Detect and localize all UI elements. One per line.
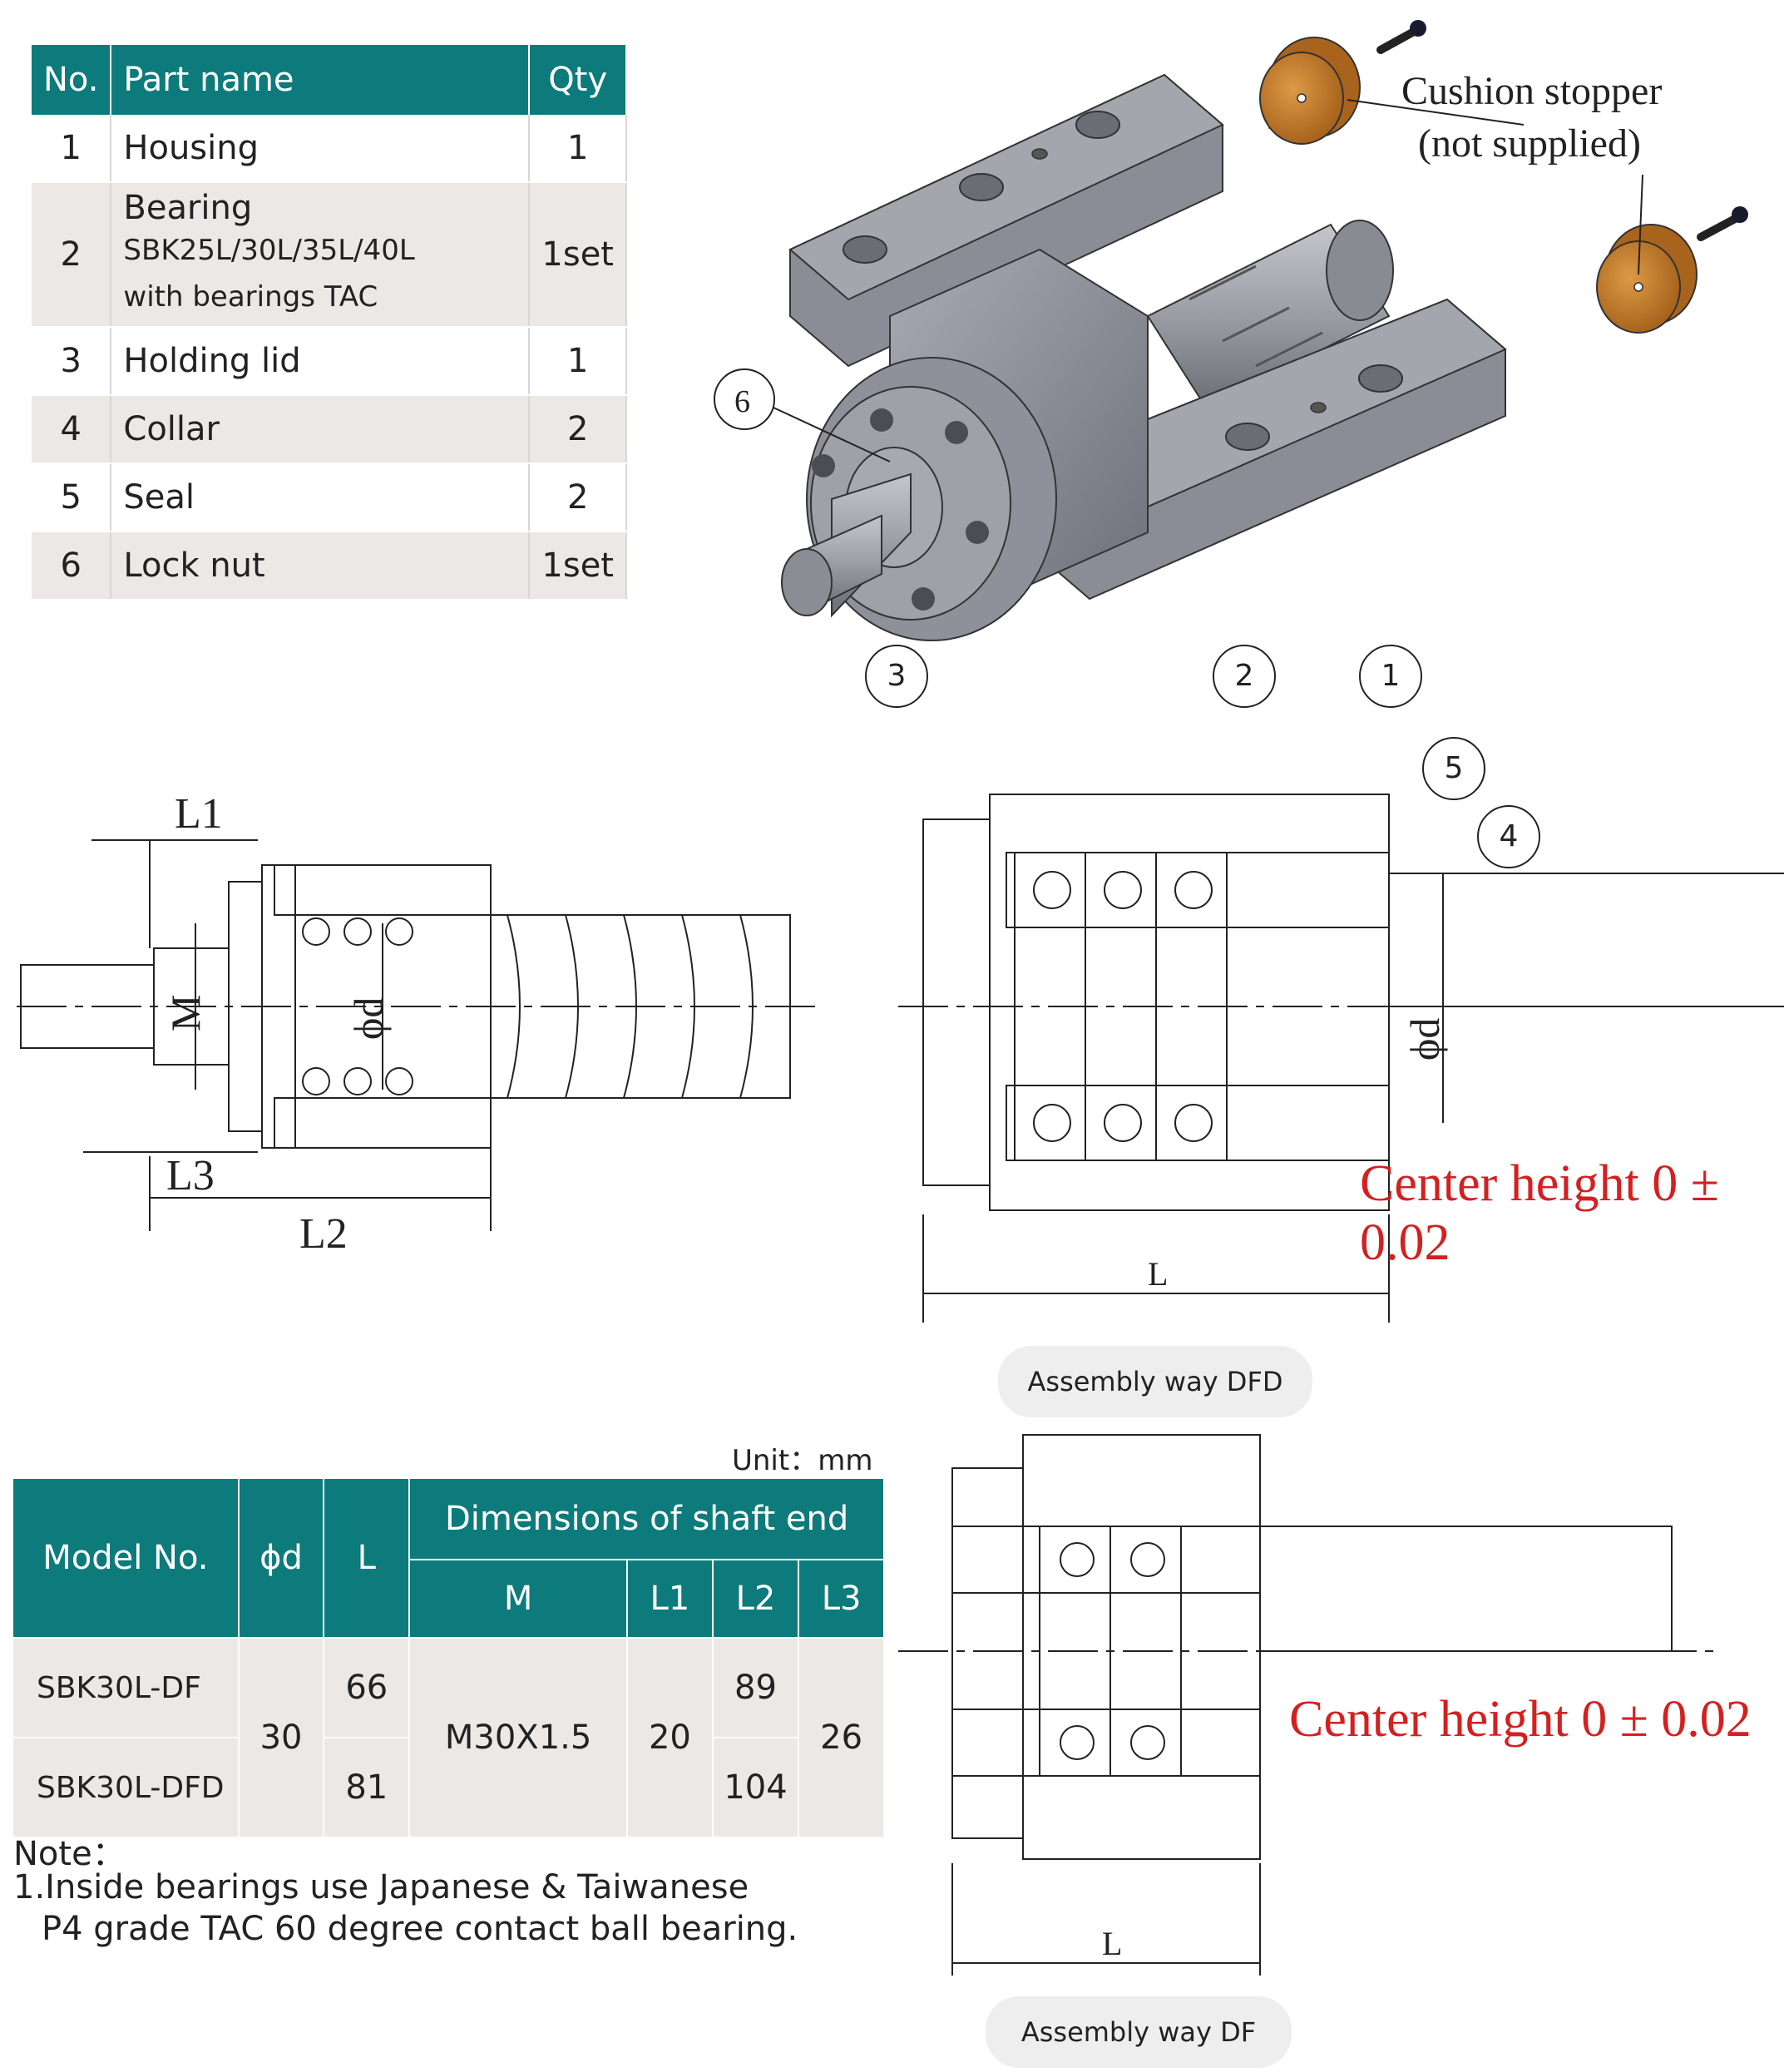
part-qty: 1 [529,115,627,183]
header-L3: L3 [798,1559,885,1639]
upper-flange [788,73,1224,368]
part-name: Seal [111,463,531,532]
note-line-1: 1.Inside bearings use Japanese & Taiwane… [13,1868,749,1906]
part-qty: 2 [529,463,627,532]
part-name: Collar [111,395,531,464]
parts-row-1: 1 Housing 1 [32,115,627,183]
df-assembly-label: Assembly way DF [986,1996,1292,2068]
note-title: Note： [13,1835,126,1873]
part-name: Lock nut [111,532,531,601]
dim-header-row-2: M L1 L2 L3 [12,1559,885,1639]
parts-row-3: 3 Holding lid 1 [32,327,627,396]
L1-cell: 20 [626,1637,714,1838]
dfd-center-height: Center height 0 ± 0.02 [1360,1155,1719,1271]
M-cell: M30X1.5 [408,1637,629,1838]
L3-cell: 26 [798,1637,885,1838]
table-row: SBK30L-DFD 81 104 [12,1737,884,1838]
df-assembly-drawing: L [898,1434,1722,1976]
parts-table: No. Part name Qty 1 Housing 1 2 Bearing … [32,45,627,601]
part-no: 5 [32,463,112,532]
header-M: M [408,1559,629,1639]
part-name: Housing [111,115,531,183]
header-shaft-end: Dimensions of shaft end [408,1477,885,1560]
dfd-dim-d: ϕd [1401,1018,1448,1061]
parts-row-4: 4 Collar 2 [32,395,627,464]
balloon-5: 5 [1422,737,1485,800]
screw-icon [1697,206,1748,241]
header-part-name: Part name [111,45,531,115]
part-name: Holding lid [111,327,531,396]
note-line-2: P4 grade TAC 60 degree contact ball bear… [42,1910,798,1948]
leader-line [773,407,891,462]
d-cell: 30 [237,1637,325,1838]
header-qty: Qty [529,45,627,115]
header-model: Model No. [12,1477,240,1639]
header-d: ϕd [237,1477,325,1639]
header-L: L [323,1477,411,1639]
part-subtitle: SBK25L/30L/35L/40L [123,234,415,267]
part-no: 6 [32,532,112,601]
part-no: 4 [32,395,112,464]
dim-L3: L3 [166,1152,215,1199]
L2-cell: 104 [711,1737,800,1838]
dfd-dim-L: L [1148,1255,1168,1293]
parts-row-2: 2 Bearing SBK25L/30L/35L/40L with bearin… [32,182,627,328]
leader-line [1347,99,1525,126]
dfd-assembly-label: Assembly way DFD [998,1346,1312,1417]
part-no: 3 [32,327,112,396]
dim-d: ϕd [345,997,392,1040]
part-subtitle: with bearings TAC [123,280,378,314]
unit-label: Unit：mm [732,1444,873,1477]
parts-header-row: No. Part name Qty [32,45,627,115]
dim-header-row-1: Model No. ϕd L Dimensions of shaft end [12,1477,885,1639]
header-no: No. [32,45,112,115]
product-render: Cushion stopper (not supplied) 6 [714,20,1748,641]
balloon-4: 4 [1477,805,1540,868]
L-cell: 66 [323,1637,411,1738]
model-cell: SBK30L-DFD [12,1737,240,1838]
part-qty: 1 [529,327,627,396]
table-row: SBK30L-DF 30 66 M30X1.5 20 89 26 [12,1637,885,1838]
df-dim-L: L [1102,1925,1122,1962]
screw-shaft [1146,220,1394,409]
screw-icon [1376,20,1426,54]
cushion-stopper-bottom [1596,224,1698,334]
header-L1: L1 [626,1559,714,1639]
cushion-stopper-top [1259,37,1361,145]
parts-row-5: 5 Seal 2 [32,463,627,532]
dim-L2: L2 [299,1210,348,1258]
part-no: 2 [32,182,112,328]
dim-L1: L1 [175,790,223,838]
L2-cell: 89 [711,1637,800,1738]
balloon-6 [714,368,775,430]
balloon-2: 2 [1213,645,1276,708]
part-no: 1 [32,115,112,183]
model-cell: SBK30L-DF [12,1637,240,1738]
leader-line [1638,174,1643,275]
df-center-height: Center height 0 ± 0.02 [1289,1691,1752,1748]
part-name-cell: Bearing SBK25L/30L/35L/40L with bearings… [111,182,531,328]
part-qty: 2 [529,395,627,464]
dim-M: M [162,995,209,1031]
balloon-1: 1 [1359,645,1422,708]
shaft-end-drawing: L1 L3 L2 M ϕd [17,790,815,1258]
dfd-assembly-drawing: L ϕd [898,794,1784,1323]
part-name: Bearing [123,189,253,227]
cushion-callout-line1: Cushion stopper [1401,69,1662,113]
dimensions-table: Model No. ϕd L Dimensions of shaft end M… [12,1477,885,1838]
part-qty: 1set [529,532,627,601]
shaft-end [781,472,912,618]
L-cell: 81 [323,1737,411,1838]
balloon-6-label: 6 [734,384,750,419]
cushion-callout-line2: (not supplied) [1418,121,1641,166]
part-qty: 1set [529,182,627,328]
parts-row-6: 6 Lock nut 1set [32,532,627,601]
balloon-3: 3 [865,645,928,708]
header-L2: L2 [711,1559,800,1639]
